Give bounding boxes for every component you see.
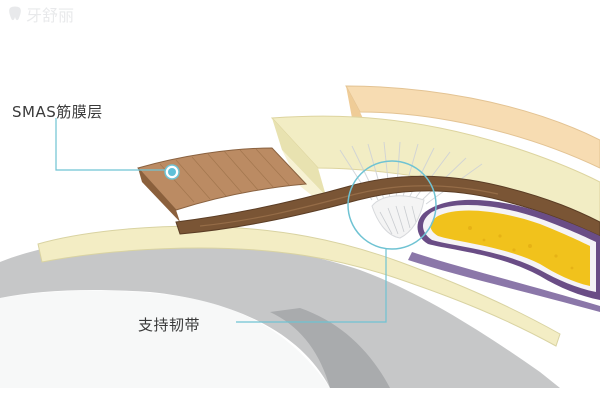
ligament-attachment xyxy=(372,196,424,238)
watermark-text: 牙舒丽 xyxy=(26,2,74,26)
watermark: 牙舒丽 xyxy=(8,2,74,26)
smas-layer-label: SMAS筋膜层 xyxy=(12,101,103,122)
tooth-logo-icon xyxy=(8,6,22,22)
smas-callout-dot xyxy=(168,168,176,176)
smas-callout-line xyxy=(56,118,166,170)
retaining-ligament-label: 支持韧带 xyxy=(138,314,200,335)
